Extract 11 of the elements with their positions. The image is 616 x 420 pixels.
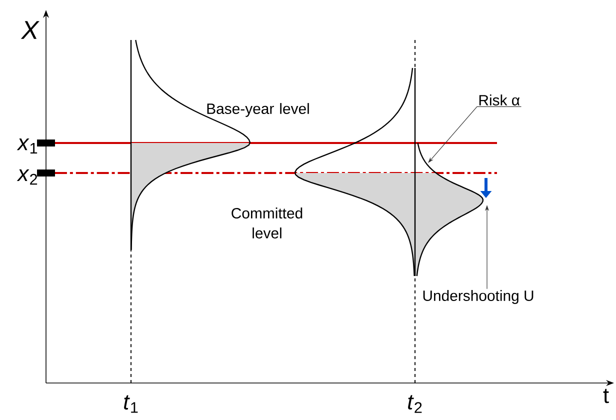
curve-label: Base-year level xyxy=(207,103,309,117)
time-label: t$_{1}$ xyxy=(124,395,138,413)
callout-text: Risk α xyxy=(479,94,520,106)
curve-label: Committed level xyxy=(232,208,302,238)
axis-label: t xyxy=(603,388,609,404)
level-label: x$_{1}$ xyxy=(16,138,38,154)
level-label: x$_{2}$ xyxy=(16,169,38,185)
callout-text: Undershooting U xyxy=(423,290,534,304)
axis-label: X xyxy=(20,21,40,39)
leader-line xyxy=(428,106,522,163)
time-label: t$_{2}$ xyxy=(408,395,422,413)
